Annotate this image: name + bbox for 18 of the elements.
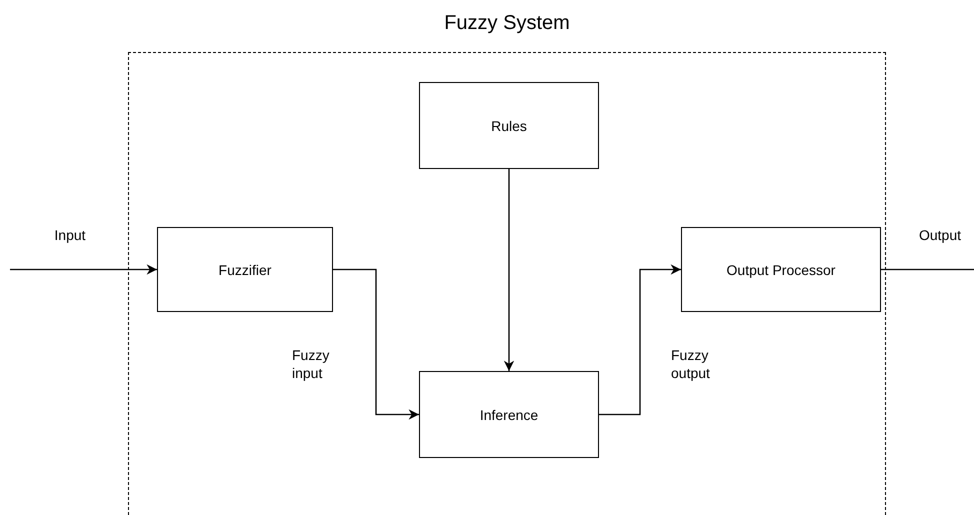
box-label: Inference xyxy=(480,406,538,422)
process-box xyxy=(419,371,599,458)
edge-label: Input xyxy=(53,226,87,244)
process-box xyxy=(681,227,881,312)
line xyxy=(881,268,974,270)
group-title: Fuzzy System xyxy=(444,11,570,36)
edge-label: Fuzzy input xyxy=(292,346,330,382)
edge-label: Fuzzy output xyxy=(671,346,711,382)
process-box xyxy=(157,227,333,312)
arrow xyxy=(599,264,681,416)
arrow xyxy=(333,268,419,420)
box-label: Fuzzifier xyxy=(218,262,272,278)
arrow xyxy=(10,264,157,275)
box-label: Output Processor xyxy=(726,262,836,278)
arrow xyxy=(504,169,514,371)
edge-label: Output xyxy=(918,226,962,244)
box-label: Rules xyxy=(491,118,527,134)
process-box xyxy=(419,82,599,169)
